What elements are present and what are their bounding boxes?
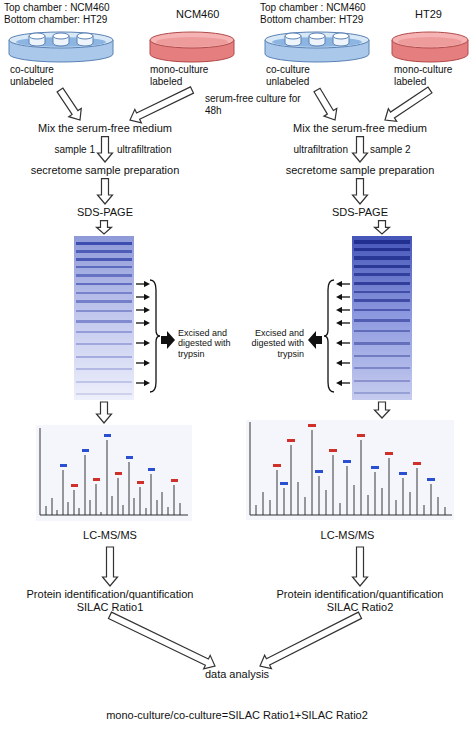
flow-arrow <box>375 402 390 418</box>
node-text: Mix the serum-free medium <box>293 122 427 135</box>
monoculture-dish <box>392 32 468 62</box>
flow-arrow <box>108 612 215 669</box>
process-step: Protein identification/quantificationSIL… <box>27 588 194 613</box>
flow-arrow <box>375 221 390 234</box>
monoculture-dish <box>150 32 234 62</box>
ms-spectrum: LC-MS/MS <box>30 425 190 545</box>
node-text: mono-culture labeled <box>394 64 468 87</box>
flow-arrow <box>97 221 112 234</box>
excise-arrow <box>308 331 322 349</box>
label-holder: sample 1 <box>54 144 95 156</box>
node-text: Mix the serum-free medium <box>38 122 172 135</box>
node-text: secretome sample preparation <box>31 164 180 177</box>
note-label: sample 1 <box>54 144 95 156</box>
flow-arrow <box>260 612 362 668</box>
ms-spectrum: LC-MS/MS <box>240 420 455 545</box>
process-step: secretome sample preparation <box>286 164 435 177</box>
ms-spectrum <box>36 425 192 521</box>
flow-arrow <box>97 137 112 162</box>
culture-dish: NCM460mono-culture labeled <box>146 30 238 88</box>
edge-label: ultrafiltration <box>115 144 173 156</box>
node-text: co-culture unlabeled <box>10 64 72 87</box>
culture-dish: Top chamber : NCM460 Bottom chamber: HT2… <box>6 30 116 88</box>
node-text: Excised and digested with trypsin <box>178 328 242 359</box>
node-text: SILAC Ratio1 <box>27 601 194 614</box>
culture-dish: HT29mono-culture labeled <box>390 30 470 88</box>
node-text: SILAC Ratio2 <box>277 601 444 614</box>
node-text: Top chamber : NCM460 Bottom chamber: HT2… <box>4 2 129 25</box>
gel-image: Excised and digested with trypsin <box>74 236 242 400</box>
flow-arrow <box>97 179 112 204</box>
flow-arrow <box>352 137 367 162</box>
gel-image <box>74 236 134 400</box>
note-label: sample 2 <box>370 144 411 156</box>
label-holder: ultrafiltration <box>115 144 173 156</box>
node-text: Top chamber : NCM460 Bottom chamber: HT2… <box>260 2 385 25</box>
flow-arrow <box>130 87 194 123</box>
coculture-dish <box>9 32 113 62</box>
process-step: Protein identification/quantificationSIL… <box>277 588 444 613</box>
coculture-dish <box>265 32 369 62</box>
band-pointers <box>324 280 350 392</box>
node-text: SDS-PAGE <box>77 206 133 219</box>
flow-arrow <box>97 402 112 423</box>
label-holder: serum-free culture for 48h <box>205 93 305 116</box>
node-text: co-culture unlabeled <box>266 64 328 87</box>
flow-arrow <box>352 179 367 204</box>
node-text: LC-MS/MS <box>30 529 190 542</box>
process-step: data analysis mono-culture/co-culture=SIL… <box>106 668 368 721</box>
band-pointers <box>136 280 160 392</box>
edge-label: ultrafiltration <box>292 144 350 156</box>
flow-arrow <box>385 87 432 121</box>
label-holder: sample 2 <box>370 144 411 156</box>
node-text: data analysis <box>106 668 368 681</box>
process-step: Mix the serum-free medium <box>38 122 172 135</box>
node-text: NCM460 <box>176 8 219 21</box>
node-text: Excised and digested with trypsin <box>240 328 304 359</box>
process-step: SDS-PAGE <box>332 206 388 219</box>
flow-arrow <box>314 88 337 120</box>
ms-spectrum <box>246 420 454 520</box>
process-step: SDS-PAGE <box>77 206 133 219</box>
node-text: Protein identification/quantification <box>277 588 444 601</box>
node-text: mono-culture/co-culture=SILAC Ratio1+SIL… <box>106 709 368 722</box>
flow-arrow <box>57 88 81 120</box>
node-text: secretome sample preparation <box>286 164 435 177</box>
gel-image <box>352 236 412 400</box>
label-holder: ultrafiltration <box>292 144 350 156</box>
flow-arrow <box>353 547 368 586</box>
node-text: SDS-PAGE <box>332 206 388 219</box>
process-step: secretome sample preparation <box>31 164 180 177</box>
note-label: serum-free culture for 48h <box>205 93 305 116</box>
node-text: mono-culture labeled <box>150 64 228 87</box>
culture-dish: Top chamber : NCM460 Bottom chamber: HT2… <box>262 30 372 88</box>
process-step: Mix the serum-free medium <box>293 122 427 135</box>
excise-arrow <box>161 331 175 349</box>
node-text: Protein identification/quantification <box>27 588 194 601</box>
node-text: LC-MS/MS <box>240 529 455 542</box>
flow-arrow <box>103 547 118 586</box>
gel-image: Excised and digested with trypsin <box>240 236 412 400</box>
node-text: HT29 <box>415 8 442 21</box>
